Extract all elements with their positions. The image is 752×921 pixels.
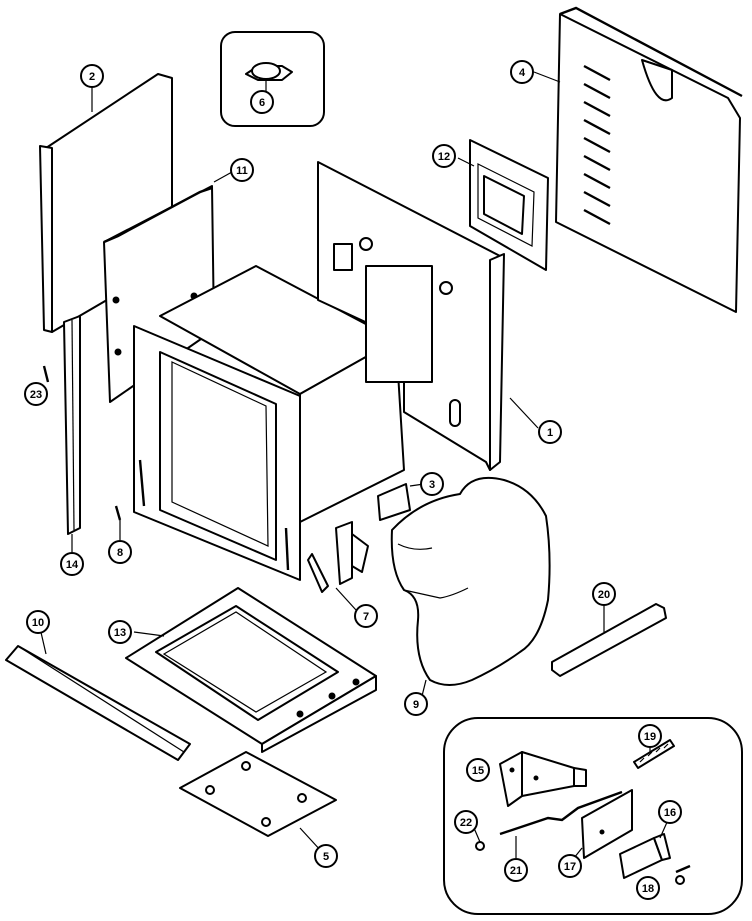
callout-23: 23 xyxy=(24,382,48,406)
callout-21-label: 21 xyxy=(510,865,522,877)
callout-17-label: 17 xyxy=(564,861,576,873)
callout-10: 10 xyxy=(26,610,50,634)
callout-16-label: 16 xyxy=(664,807,676,819)
callout-11: 11 xyxy=(230,158,254,182)
lock-assembly-inset xyxy=(443,717,743,915)
callout-22: 22 xyxy=(454,810,478,834)
callout-18-label: 18 xyxy=(642,883,654,895)
callout-19-label: 19 xyxy=(644,731,656,743)
callout-12-label: 12 xyxy=(438,151,450,163)
callout-14-label: 14 xyxy=(66,559,79,571)
part-9-insulation xyxy=(390,476,551,697)
callout-15: 15 xyxy=(466,758,490,782)
callout-10-label: 10 xyxy=(32,617,44,629)
callout-6-label: 6 xyxy=(259,97,265,109)
part-23-screw xyxy=(42,365,50,383)
callout-7-label: 7 xyxy=(363,611,369,623)
callouts: 1 2 3 4 5 6 7 8 xyxy=(24,60,682,900)
part-20-rail xyxy=(551,603,667,677)
oven-cavity xyxy=(133,265,405,581)
callout-9-label: 9 xyxy=(413,699,419,711)
callout-13-label: 13 xyxy=(114,627,126,639)
callout-6: 6 xyxy=(250,90,274,114)
callout-8: 8 xyxy=(108,540,132,564)
callout-22-label: 22 xyxy=(460,817,472,829)
callout-8-label: 8 xyxy=(117,547,123,559)
callout-11-label: 11 xyxy=(236,165,248,177)
part-6-inset xyxy=(220,31,325,127)
callout-19: 19 xyxy=(638,724,662,748)
callout-23-label: 23 xyxy=(30,389,42,401)
callout-18: 18 xyxy=(636,876,660,900)
part-14-trim-strip xyxy=(63,315,81,552)
callout-5: 5 xyxy=(314,844,338,868)
callout-4: 4 xyxy=(510,60,534,84)
callout-1-label: 1 xyxy=(547,427,553,439)
callout-15-label: 15 xyxy=(472,765,484,777)
callout-3-label: 3 xyxy=(429,479,435,491)
callout-2-label: 2 xyxy=(89,71,95,83)
callout-4-label: 4 xyxy=(519,67,526,79)
part-13-oven-bottom xyxy=(125,587,377,753)
part-7-latch-bracket xyxy=(307,521,369,611)
callout-2: 2 xyxy=(80,64,104,88)
part-10-front-rail xyxy=(5,627,191,761)
callout-13: 13 xyxy=(108,620,132,644)
part-1-rear-panel xyxy=(317,161,539,471)
part-12-window-frame xyxy=(457,139,549,271)
callout-12: 12 xyxy=(432,144,456,168)
part-4-back-cover xyxy=(533,6,743,313)
part-5-cover-plate xyxy=(179,751,337,853)
callout-14: 14 xyxy=(60,552,84,576)
callout-9: 9 xyxy=(404,692,428,716)
callout-20: 20 xyxy=(592,582,616,606)
callout-20-label: 20 xyxy=(598,589,610,601)
callout-1: 1 xyxy=(538,420,562,444)
callout-3: 3 xyxy=(420,472,444,496)
callout-16: 16 xyxy=(658,800,682,824)
callout-17: 17 xyxy=(558,854,582,878)
callout-21: 21 xyxy=(504,858,528,882)
part-8-screw xyxy=(114,505,122,540)
callout-5-label: 5 xyxy=(323,851,329,863)
callout-7: 7 xyxy=(354,604,378,628)
